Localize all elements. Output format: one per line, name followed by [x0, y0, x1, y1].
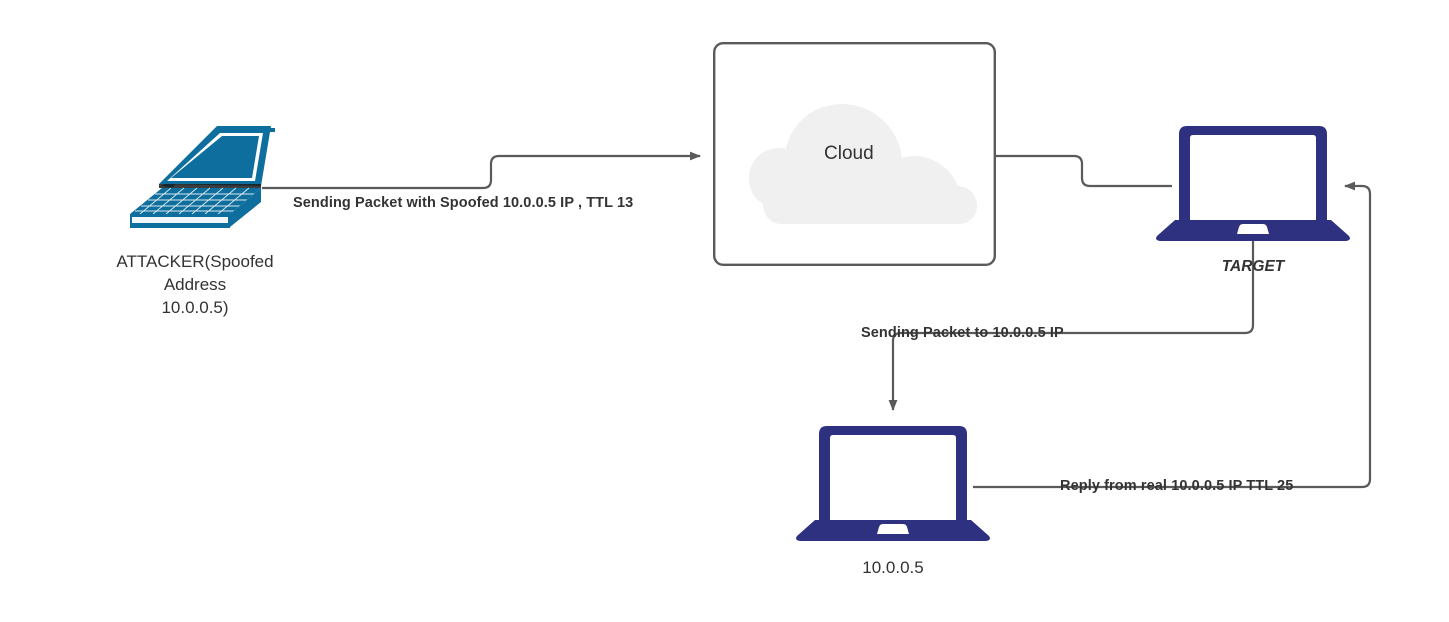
edge-label-attacker-to-cloud: Sending Packet with Spoofed 10.0.0.5 IP …	[293, 195, 634, 211]
laptop-icon	[796, 426, 990, 541]
cloud-icon	[749, 104, 977, 224]
cloud-box-graphic	[713, 42, 997, 267]
cloud-node[interactable]	[713, 42, 997, 267]
edge-cloud-to-target	[996, 154, 1172, 188]
edge-victim-to-target	[973, 181, 1372, 489]
victim-caption: 10.0.0.5	[862, 558, 924, 577]
laptop-icon	[1156, 126, 1350, 241]
victim-node[interactable]	[793, 424, 993, 546]
target-caption: TARGET	[1221, 258, 1285, 275]
laptop-isometric-icon	[130, 126, 275, 228]
edge-label-target-to-victim: Sending Packet to 10.0.0.5 IP	[861, 325, 1064, 341]
attacker-caption-line3: 10.0.0.5)	[161, 298, 229, 317]
edge-target-to-victim	[888, 240, 1255, 411]
attacker-node[interactable]	[110, 122, 280, 230]
cloud-label: Cloud	[824, 143, 874, 164]
attacker-caption-line2: Address	[163, 275, 227, 294]
attacker-caption-line1: ATTACKER(Spoofed	[116, 252, 274, 271]
target-node[interactable]	[1153, 124, 1353, 246]
edge-label-victim-to-target: Reply from real 10.0.0.5 IP TTL 25	[1060, 478, 1294, 494]
attacker-caption: ATTACKER(Spoofed Address 10.0.0.5)	[30, 250, 360, 319]
edge-attacker-to-cloud	[262, 151, 701, 190]
